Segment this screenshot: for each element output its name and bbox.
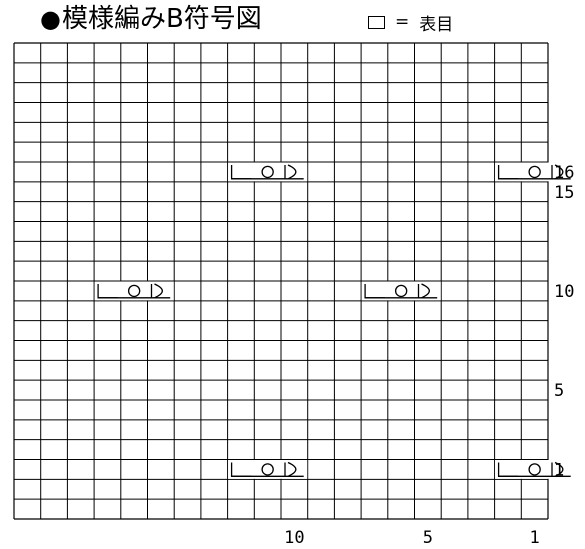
legend-label: 表目 xyxy=(419,14,454,35)
motif-cells xyxy=(228,162,308,182)
column-label: 10 xyxy=(284,528,304,548)
decrease-right-curve xyxy=(554,461,564,477)
motif-cells xyxy=(94,281,174,301)
decrease-right-curve xyxy=(421,283,430,299)
motif-cells xyxy=(495,460,575,479)
motif-cells xyxy=(495,162,575,182)
diagram-title: ●模様編みB符号図 xyxy=(40,2,262,36)
legend-knit-box-icon xyxy=(368,15,385,29)
title-text: 模様編みB符号図 xyxy=(61,4,262,34)
title-bullet: ● xyxy=(40,5,61,33)
row-label: 1 xyxy=(554,460,564,480)
yarn-over-symbol xyxy=(528,165,541,179)
decrease-right-curve xyxy=(554,164,564,180)
column-label: 1 xyxy=(530,528,540,548)
row-label: 16 xyxy=(554,163,574,183)
yarn-over-symbol xyxy=(528,463,541,476)
column-label: 5 xyxy=(423,528,433,548)
yarn-over-symbol xyxy=(261,165,274,179)
motif-cells xyxy=(361,281,441,301)
row-label: 5 xyxy=(554,381,564,401)
row-label: 10 xyxy=(554,282,574,302)
decrease-right-curve xyxy=(154,283,163,299)
row-label: 15 xyxy=(554,183,574,203)
legend-equals: = xyxy=(395,12,410,32)
yarn-over-symbol xyxy=(261,463,274,476)
decrease-right-curve xyxy=(287,164,297,180)
motif-cells xyxy=(228,460,308,479)
decrease-right-curve xyxy=(287,461,297,477)
yarn-over-symbol xyxy=(394,284,408,298)
yarn-over-symbol xyxy=(127,284,141,298)
legend: = 表目 xyxy=(368,10,454,35)
